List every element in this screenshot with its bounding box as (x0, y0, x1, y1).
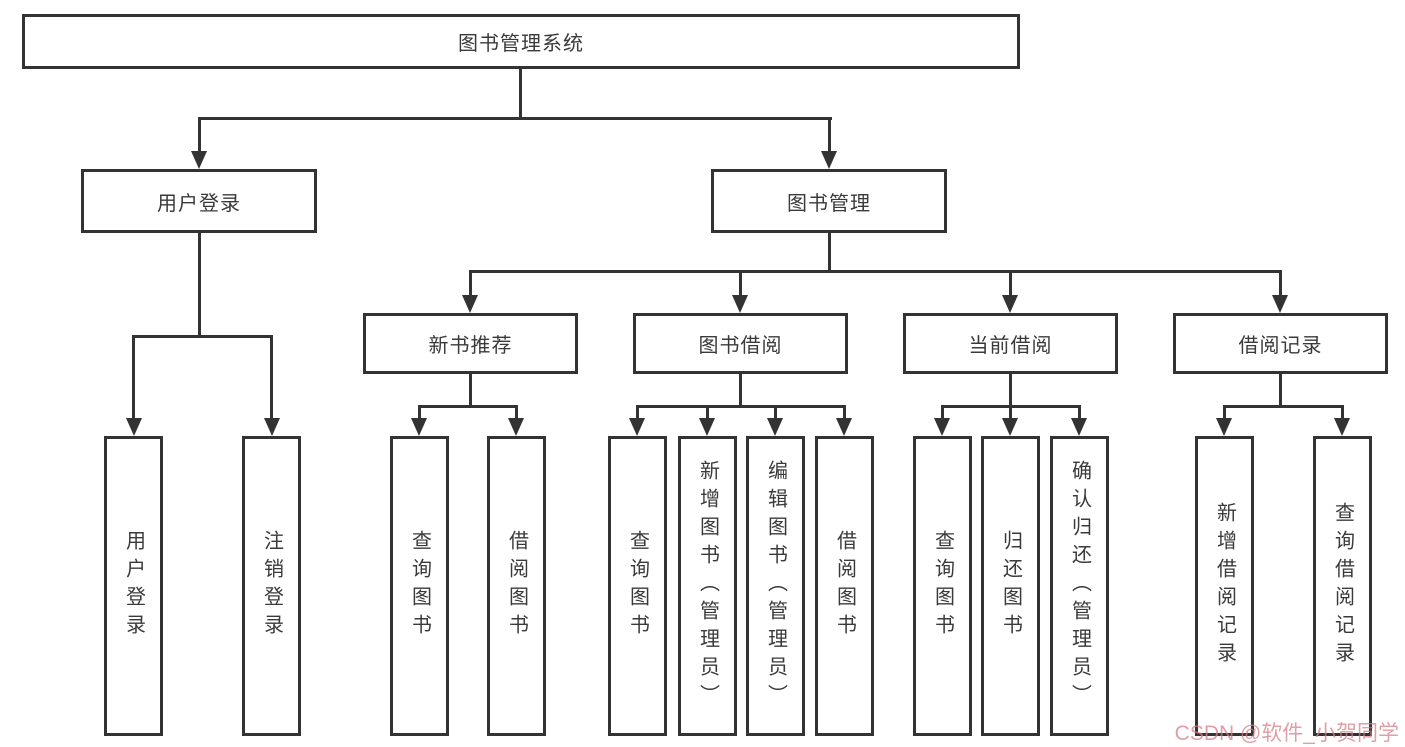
arrowhead-down (508, 418, 524, 436)
connector-line (132, 335, 135, 420)
leaf-return-books: 归还图书 (981, 436, 1040, 736)
connector-line (132, 335, 273, 338)
csdn-watermark: CSDN @软件_小贺同学 (1174, 722, 1399, 745)
arrowhead-down (1071, 418, 1087, 436)
connector-line (198, 233, 201, 338)
connector-line (828, 233, 831, 273)
connector-line (469, 270, 1282, 273)
arrowhead-down (264, 418, 280, 436)
arrowhead-down (462, 295, 478, 313)
connector-line (1223, 405, 1344, 408)
connector-line (1279, 374, 1282, 408)
node-book-management: 图书管理 (711, 169, 947, 233)
node-root: 图书管理系统 (22, 14, 1020, 69)
connector-line (469, 374, 472, 408)
connector-line (198, 117, 832, 120)
arrowhead-down (1272, 295, 1288, 313)
arrowhead-down (699, 418, 715, 436)
leaf-borrow-books-2: 借阅图书 (815, 436, 874, 736)
leaf-add-borrow-record: 新增借阅记录 (1195, 436, 1254, 736)
connector-line (469, 270, 472, 297)
connector-line (739, 270, 742, 297)
arrowhead-down (629, 418, 645, 436)
arrowhead-down (191, 151, 207, 169)
leaf-edit-books-admin: 编辑图书（管理员） (746, 436, 805, 736)
node-current-borrow: 当前借阅 (903, 313, 1118, 374)
node-borrow-record: 借阅记录 (1173, 313, 1388, 374)
connector-line (515, 405, 518, 420)
arrowhead-down (732, 295, 748, 313)
leaf-borrow-books-1: 借阅图书 (487, 436, 546, 736)
leaf-query-books-3: 查询图书 (913, 436, 972, 736)
connector-line (418, 405, 421, 420)
connector-line (706, 405, 709, 420)
leaf-logout: 注销登录 (242, 436, 301, 736)
node-book-borrow: 图书借阅 (633, 313, 848, 374)
connector-line (828, 117, 831, 153)
arrowhead-down (836, 418, 852, 436)
connector-line (1009, 270, 1012, 297)
connector-line (1341, 405, 1344, 420)
node-new-book-recommend: 新书推荐 (363, 313, 578, 374)
connector-line (270, 335, 273, 420)
arrowhead-down (411, 418, 427, 436)
leaf-user-login: 用户登录 (104, 436, 163, 736)
connector-line (1279, 270, 1282, 297)
connector-line (198, 117, 201, 153)
connector-line (1223, 405, 1226, 420)
arrowhead-down (1334, 418, 1350, 436)
connector-line (636, 405, 639, 420)
node-user-login: 用户登录 (81, 169, 317, 233)
arrowhead-down (821, 151, 837, 169)
leaf-query-borrow-record: 查询借阅记录 (1313, 436, 1372, 736)
connector-line (1009, 374, 1012, 408)
leaf-query-books-2: 查询图书 (608, 436, 667, 736)
arrowhead-down (1216, 418, 1232, 436)
arrowhead-down (126, 418, 142, 436)
connector-line (843, 405, 846, 420)
connector-line (941, 405, 944, 420)
connector-line (774, 405, 777, 420)
arrowhead-down (767, 418, 783, 436)
connector-line (1078, 405, 1081, 420)
connector-line (418, 405, 518, 408)
connector-line (739, 374, 742, 408)
connector-line (519, 69, 522, 120)
arrowhead-down (934, 418, 950, 436)
leaf-add-books-admin: 新增图书（管理员） (678, 436, 737, 736)
connector-line (636, 405, 846, 408)
arrowhead-down (1002, 295, 1018, 313)
arrowhead-down (1002, 418, 1018, 436)
leaf-confirm-return-admin: 确认归还（管理员） (1050, 436, 1109, 736)
leaf-query-books-1: 查询图书 (390, 436, 449, 736)
connector-line (1009, 405, 1012, 420)
